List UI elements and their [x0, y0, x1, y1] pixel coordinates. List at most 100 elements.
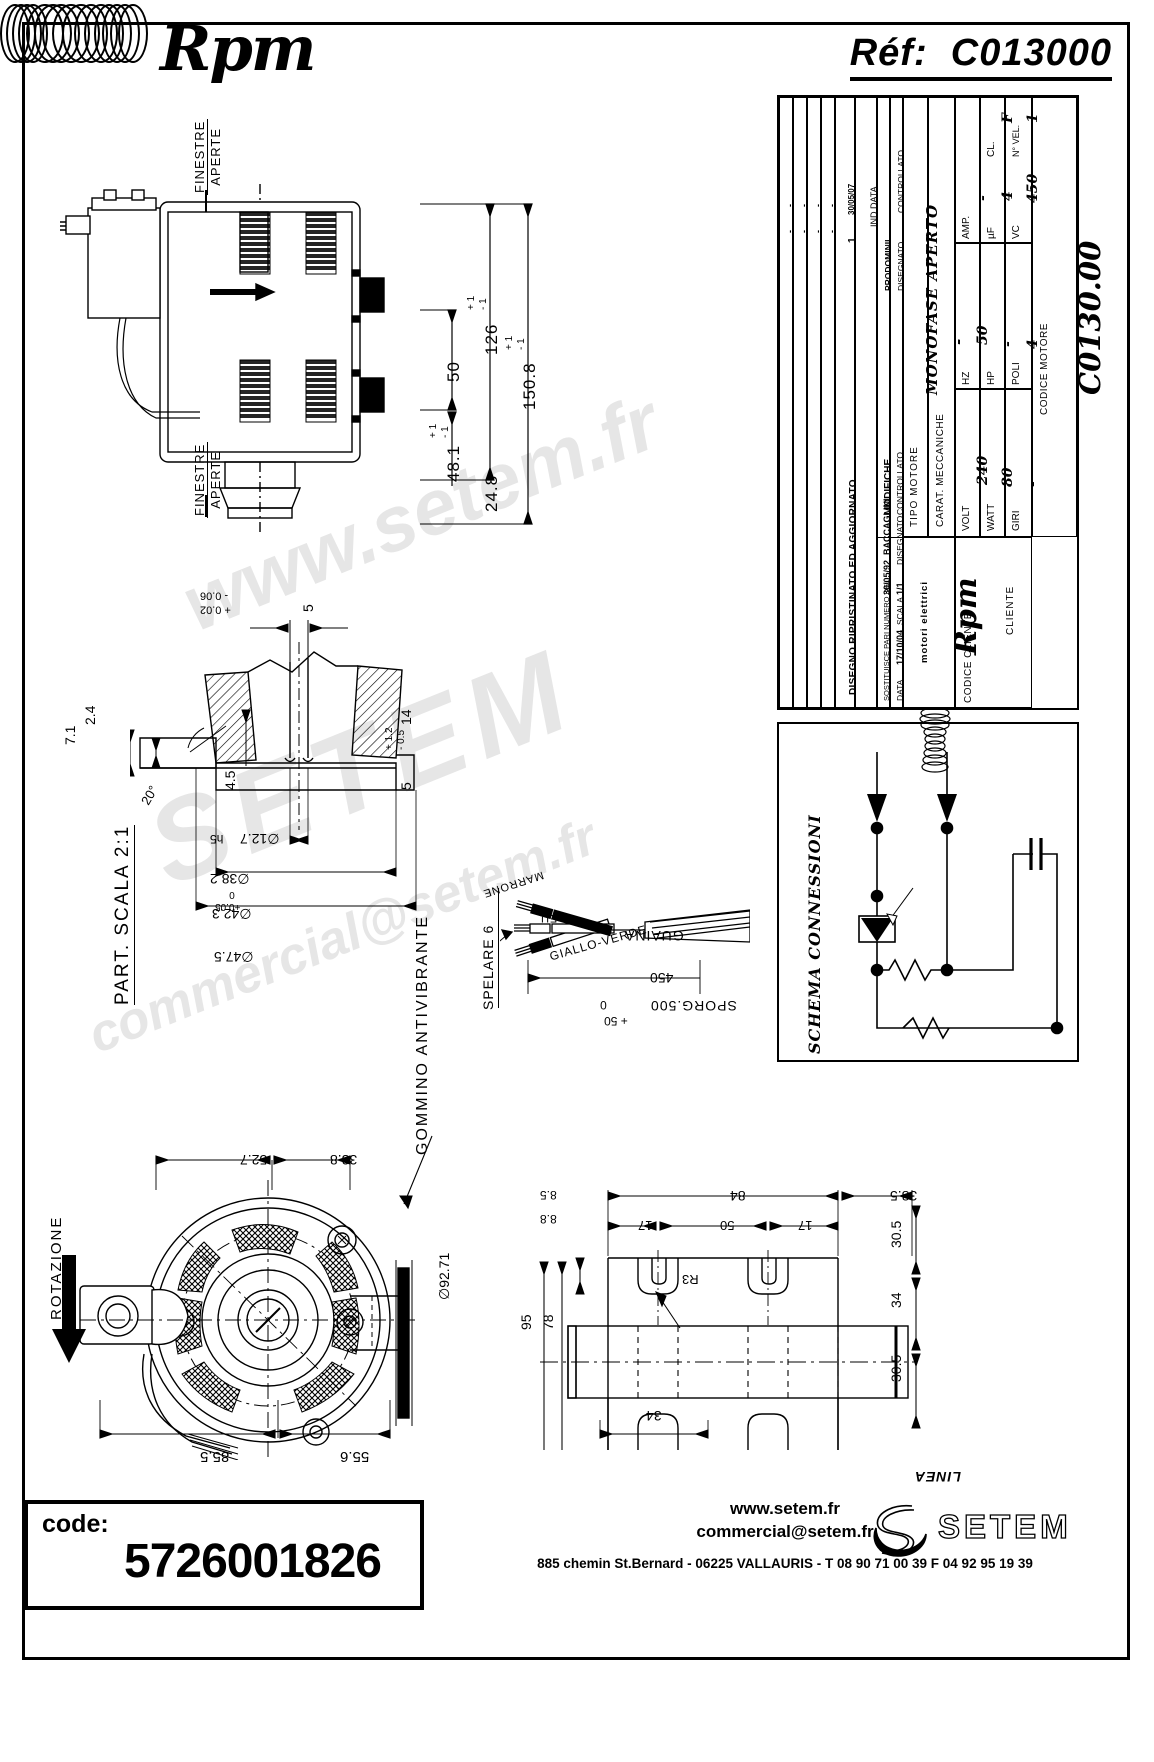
dim-detail-d42-3: ∅42.3 [212, 906, 252, 922]
dim-126: 126 [482, 323, 501, 355]
motor-code-label: CODICE MOTORE [1039, 323, 1050, 415]
shaft-right-dims [911, 1205, 921, 1429]
website[interactable]: www.setem.fr [730, 1499, 840, 1518]
mech-label: CARAT. MECCANICHE [935, 413, 946, 527]
dim-52-7: 52.7 [240, 1152, 268, 1168]
detail-title: PART. SCALA 2:1 [112, 824, 135, 1005]
spec-label-nvel: N° VEL. [1011, 124, 1021, 157]
detail-section-view [130, 620, 417, 911]
label-spelare: SPELARE 6 [480, 924, 496, 1010]
dim-shaft-r3: R3 [682, 1272, 699, 1287]
code-label: code: [42, 1510, 109, 1538]
rev-index-value: 1 [847, 237, 858, 243]
date-label: DATA [895, 679, 905, 701]
rev-tick: - [827, 230, 837, 233]
dim-shaft-17a: 17 [638, 1218, 653, 1233]
dim-48-1-tol: + 1- 1 [428, 423, 451, 438]
dim-detail-d12-7-fit: h5 [210, 832, 224, 846]
face-view-bottom-dimensions [99, 1400, 391, 1439]
dim-detail-d47-5: ∅47.5 [214, 949, 254, 965]
spec-value-hp: - [1000, 341, 1016, 347]
dim-detail-5b: 5 [398, 782, 414, 790]
dim-shaft-8-8: 8.8 [540, 1212, 557, 1226]
dim-cable-450: 450 [650, 970, 674, 986]
spec-value-cl: F [1000, 113, 1016, 123]
motor-face-view [79, 1180, 420, 1460]
substitutes-value: 30/05/92 [882, 559, 892, 595]
spec-value-uf: 4 [1000, 191, 1016, 201]
motor-code-value: C0130.00 [1073, 240, 1107, 395]
drawing-sheet: www.setem.fr SETEM commercial@setem.fr R… [0, 4, 1130, 1660]
dim-shaft-84: 84 [730, 1188, 746, 1204]
controlled-label: CONTROLLATO [895, 452, 905, 515]
coil-icon [0, 4, 150, 63]
title-block: DISEGNO RIPRISTINATO ED AGGIORNATO 1 IND… [777, 95, 1107, 773]
schema-label-linea: LINEA [914, 1469, 961, 1485]
spec-value-watt: 80 [1000, 467, 1016, 487]
rev-tick: - [785, 204, 795, 207]
dim-detail-7-1: 7.1 [62, 725, 78, 745]
contact-info: www.setem.fr commercial@setem.fr 885 che… [440, 1498, 1130, 1571]
wiring-schematic: SCHEMA CONNESSIONI [777, 722, 1079, 1485]
shaft-bottom-dim [599, 1420, 709, 1439]
email[interactable]: commercial@setem.fr [696, 1521, 874, 1541]
client-label: CLIENTE [1005, 585, 1016, 635]
motor-type-value: MONOFASE APERTO [923, 203, 941, 395]
dim-detail-d38-2: ∅38.2 [210, 871, 250, 887]
spec-label-watt: WATT [986, 503, 997, 531]
label-rotazione: ROTAZIONE [48, 1215, 65, 1320]
tb-logo-coil-icon [917, 705, 953, 777]
rev-tick: - [799, 204, 809, 207]
setem-swoosh-icon [873, 1504, 927, 1557]
drawn-value: BACCAGLINI [882, 498, 892, 556]
scale-value: 1/1 [895, 582, 905, 595]
dim-33-8: 33.8 [330, 1152, 358, 1168]
rotation-arrow [52, 1255, 86, 1363]
motor-type-label: TIPO MOTORE [909, 446, 920, 527]
dim-shaft-17b: 17 [798, 1218, 813, 1233]
drawn-by-value: PRODOMINII [883, 239, 893, 291]
note-finestre-aperte-top: FINESTRE APERTE [192, 118, 223, 195]
dim-detail-14: 14 [398, 709, 414, 725]
tb-logo-text: Rpm [949, 577, 984, 655]
setem-wordmark: SETEM [937, 1507, 1072, 1545]
rev-tick: - [799, 230, 809, 233]
dim-detail-d12-7: ∅12.7 [240, 831, 280, 847]
rpm-wordmark: Rpm [160, 12, 316, 85]
rev-tick: - [813, 230, 823, 233]
rev-tick: - [813, 204, 823, 207]
spec-label-poli: POLI [1011, 362, 1022, 385]
note-finestre-aperte-bottom: FINESTRE APERTE [192, 441, 223, 518]
spec-label-amp: AMP. [961, 215, 972, 239]
spec-label-hp: HP [986, 371, 997, 385]
gommino-leader [398, 1135, 433, 1210]
spec-label-giri: GIRI [1011, 510, 1022, 531]
reference-block: Réf: C013000 [849, 32, 1112, 81]
dim-detail-5: 5 [300, 604, 316, 612]
code-box: code: 5726001826 [24, 1500, 424, 1610]
spec-label-vc: VC [1011, 225, 1022, 239]
label-sporg-tol-dn: 0 [600, 998, 607, 1012]
code-value: 5726001826 [124, 1535, 382, 1588]
spec-value-amp: - [975, 195, 991, 201]
dim-150-8-tol: + 1- 1 [504, 335, 527, 350]
rev-tick: - [785, 230, 795, 233]
label-gommino: GOMMINO ANTIVIBRANTE [414, 914, 431, 1155]
dim-55-6: 55.6 [340, 1448, 370, 1465]
dim-24-8: 24.8 [482, 474, 501, 512]
dim-detail-4-5: 4.5 [222, 770, 238, 790]
dim-d92-71: ∅92.71 [436, 1252, 452, 1300]
dim-shaft-50: 50 [720, 1218, 735, 1233]
cable-length-dimension [527, 960, 701, 994]
dim-150-8: 150.8 [520, 362, 539, 410]
dim-shaft-95: 95 [518, 1314, 534, 1330]
shaft-view [539, 1190, 916, 1450]
dim-shaft-8-5: 8.5 [540, 1188, 557, 1202]
spec-label-volt: VOLT [961, 505, 972, 531]
rev-header-left: DISEGNO RIPRISTINATO ED AGGIORNATO [848, 479, 859, 695]
spec-label-hz: HZ [961, 371, 972, 385]
dim-shaft-78: 78 [540, 1314, 556, 1330]
dim-50: 50 [444, 361, 463, 382]
label-bleu-cable: BLEU [540, 912, 573, 924]
drawn-label: DISEGNATO [895, 515, 905, 565]
